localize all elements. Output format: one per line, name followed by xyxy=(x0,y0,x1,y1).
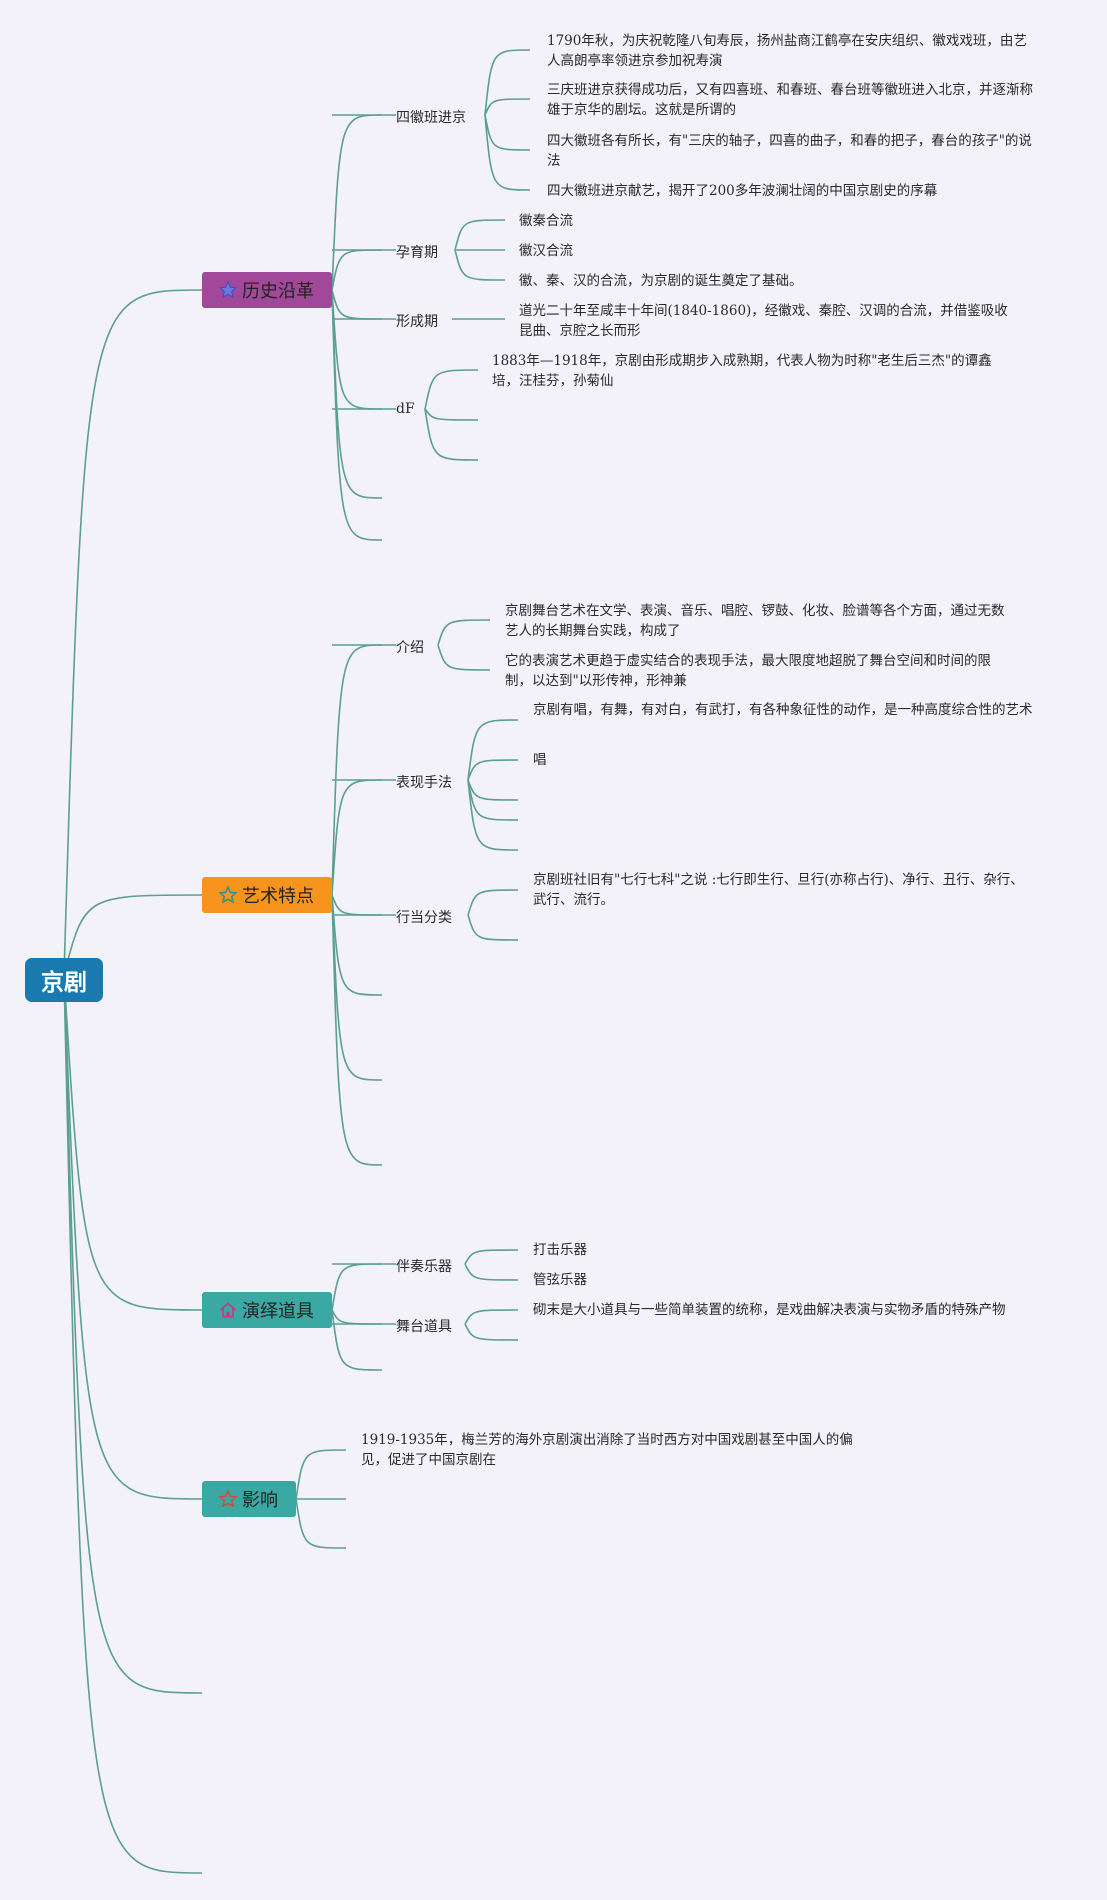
branch-props[interactable]: 演绎道具 xyxy=(202,1292,332,1328)
leaf-text: 唱 xyxy=(533,752,547,768)
connector xyxy=(331,894,383,996)
root-connector xyxy=(63,289,203,976)
topic-formation[interactable]: 形成期 xyxy=(396,314,438,330)
leaf-text: 京剧舞台艺术在文学、表演、音乐、唱腔、锣鼓、化妆、脸谱等各个方面，通过无数艺人的… xyxy=(505,603,1005,639)
root-connector xyxy=(63,974,203,1311)
topic-df[interactable]: dF xyxy=(396,401,415,417)
leaf-text: 打击乐器 xyxy=(533,1242,587,1258)
connector xyxy=(467,779,519,821)
connector xyxy=(484,49,531,116)
connector xyxy=(464,1249,519,1265)
leaf-text: 道光二十年至咸丰十年间(1840-1860)，经徽戏、秦腔、汉调的合流，并借鉴吸… xyxy=(519,303,1008,339)
connector xyxy=(424,369,479,410)
connector xyxy=(331,894,383,916)
topic-stage-props[interactable]: 舞台道具 xyxy=(396,1319,452,1335)
branch-history-label: 历史沿革 xyxy=(242,281,314,302)
connector xyxy=(454,219,506,251)
connector xyxy=(331,289,383,541)
connector xyxy=(467,914,519,941)
connector xyxy=(331,644,383,896)
star-outline-icon xyxy=(218,885,238,904)
leaf-text: 1919-1935年，梅兰芳的海外京剧演出消除了当时西方对中国戏剧甚至中国人的偏… xyxy=(361,1432,853,1468)
topic-expression[interactable]: 表现手法 xyxy=(396,775,452,791)
connector xyxy=(467,779,519,851)
branch-props-label: 演绎道具 xyxy=(242,1301,314,1322)
leaf-text: 京剧班社旧有"七行七科"之说 :七行即生行、旦行(亦称占行)、净行、丑行、杂行、… xyxy=(533,872,1024,908)
topic-four-troupes[interactable]: 四徽班进京 xyxy=(396,110,466,126)
leaf-text: 京剧有唱，有舞，有对白，有武打，有各种象征性的动作，是一种高度综合性的艺术 xyxy=(533,702,1033,718)
root-connector xyxy=(63,974,203,1500)
topic-instruments[interactable]: 伴奏乐器 xyxy=(396,1259,452,1275)
connector xyxy=(464,1309,519,1325)
leaf-text: 徽秦合流 xyxy=(519,213,573,229)
connector xyxy=(331,894,383,1166)
connector xyxy=(295,1449,347,1500)
connector xyxy=(467,779,519,801)
connector xyxy=(295,1498,347,1549)
topic-incubation[interactable]: 孕育期 xyxy=(396,245,438,261)
connector xyxy=(331,249,383,291)
branch-history[interactable]: 历史沿革 xyxy=(202,272,332,308)
connector xyxy=(331,1263,383,1311)
connector xyxy=(331,289,383,410)
connector xyxy=(467,889,519,916)
leaf-text: 徽、秦、汉的合流，为京剧的诞生奠定了基础。 xyxy=(519,273,803,289)
topic-intro[interactable]: 介绍 xyxy=(396,640,424,656)
branch-influence-label: 影响 xyxy=(242,1490,278,1511)
leaf-text: 1790年秋，为庆祝乾隆八旬寿辰，扬州盐商江鹤亭在安庆组织、徽戏戏班，由艺人高朗… xyxy=(547,33,1027,69)
connector xyxy=(467,759,519,781)
leaf-text: 徽汉合流 xyxy=(519,243,573,259)
connector xyxy=(331,1309,383,1371)
connector xyxy=(484,114,531,151)
connector xyxy=(331,894,383,1081)
connector xyxy=(464,1263,519,1281)
connector xyxy=(484,114,531,191)
leaf-text: 四大徽班进京献艺，揭开了200多年波澜壮阔的中国京剧史的序幕 xyxy=(547,183,938,199)
connector xyxy=(424,408,479,461)
connector xyxy=(437,644,491,671)
root-connector xyxy=(63,974,203,1694)
branch-influence[interactable]: 影响 xyxy=(202,1481,296,1517)
connector xyxy=(331,779,383,896)
topic-roles[interactable]: 行当分类 xyxy=(396,910,452,926)
root-connector xyxy=(63,894,203,976)
leaf-text: 四大徽班各有所长，有"三庆的轴子，四喜的曲子，和春的把子，春台的孩子"的说法 xyxy=(547,133,1032,169)
connector xyxy=(331,114,383,291)
leaf-text: 它的表演艺术更趋于虚实结合的表现手法，最大限度地超脱了舞台空间和时间的限制，以达… xyxy=(505,653,991,689)
branch-art[interactable]: 艺术特点 xyxy=(202,877,332,913)
root-node[interactable]: 京剧 xyxy=(25,958,103,1002)
star-icon xyxy=(218,280,238,299)
connector xyxy=(331,1309,383,1325)
house-icon xyxy=(219,1302,237,1318)
connector xyxy=(331,289,383,320)
connector xyxy=(454,249,506,281)
leaf-text: 管弦乐器 xyxy=(533,1272,587,1288)
connector xyxy=(437,619,491,646)
connector xyxy=(464,1323,519,1341)
leaf-text: 三庆班进京获得成功后，又有四喜班、和春班、春台班等徽班进入北京，并逐渐称雄于京华… xyxy=(547,82,1033,118)
root-connector xyxy=(63,974,203,1874)
star-outline-icon xyxy=(218,1489,238,1508)
branch-art-label: 艺术特点 xyxy=(242,886,314,907)
leaf-text: 1883年—1918年，京剧由形成期步入成熟期，代表人物为时称"老生后三杰"的谭… xyxy=(492,353,992,389)
connector xyxy=(467,719,519,781)
connector xyxy=(424,408,479,421)
leaf-text: 砌末是大小道具与一些简单装置的统称，是戏曲解决表演与实物矛盾的特殊产物 xyxy=(533,1302,1006,1318)
connector xyxy=(484,98,531,116)
